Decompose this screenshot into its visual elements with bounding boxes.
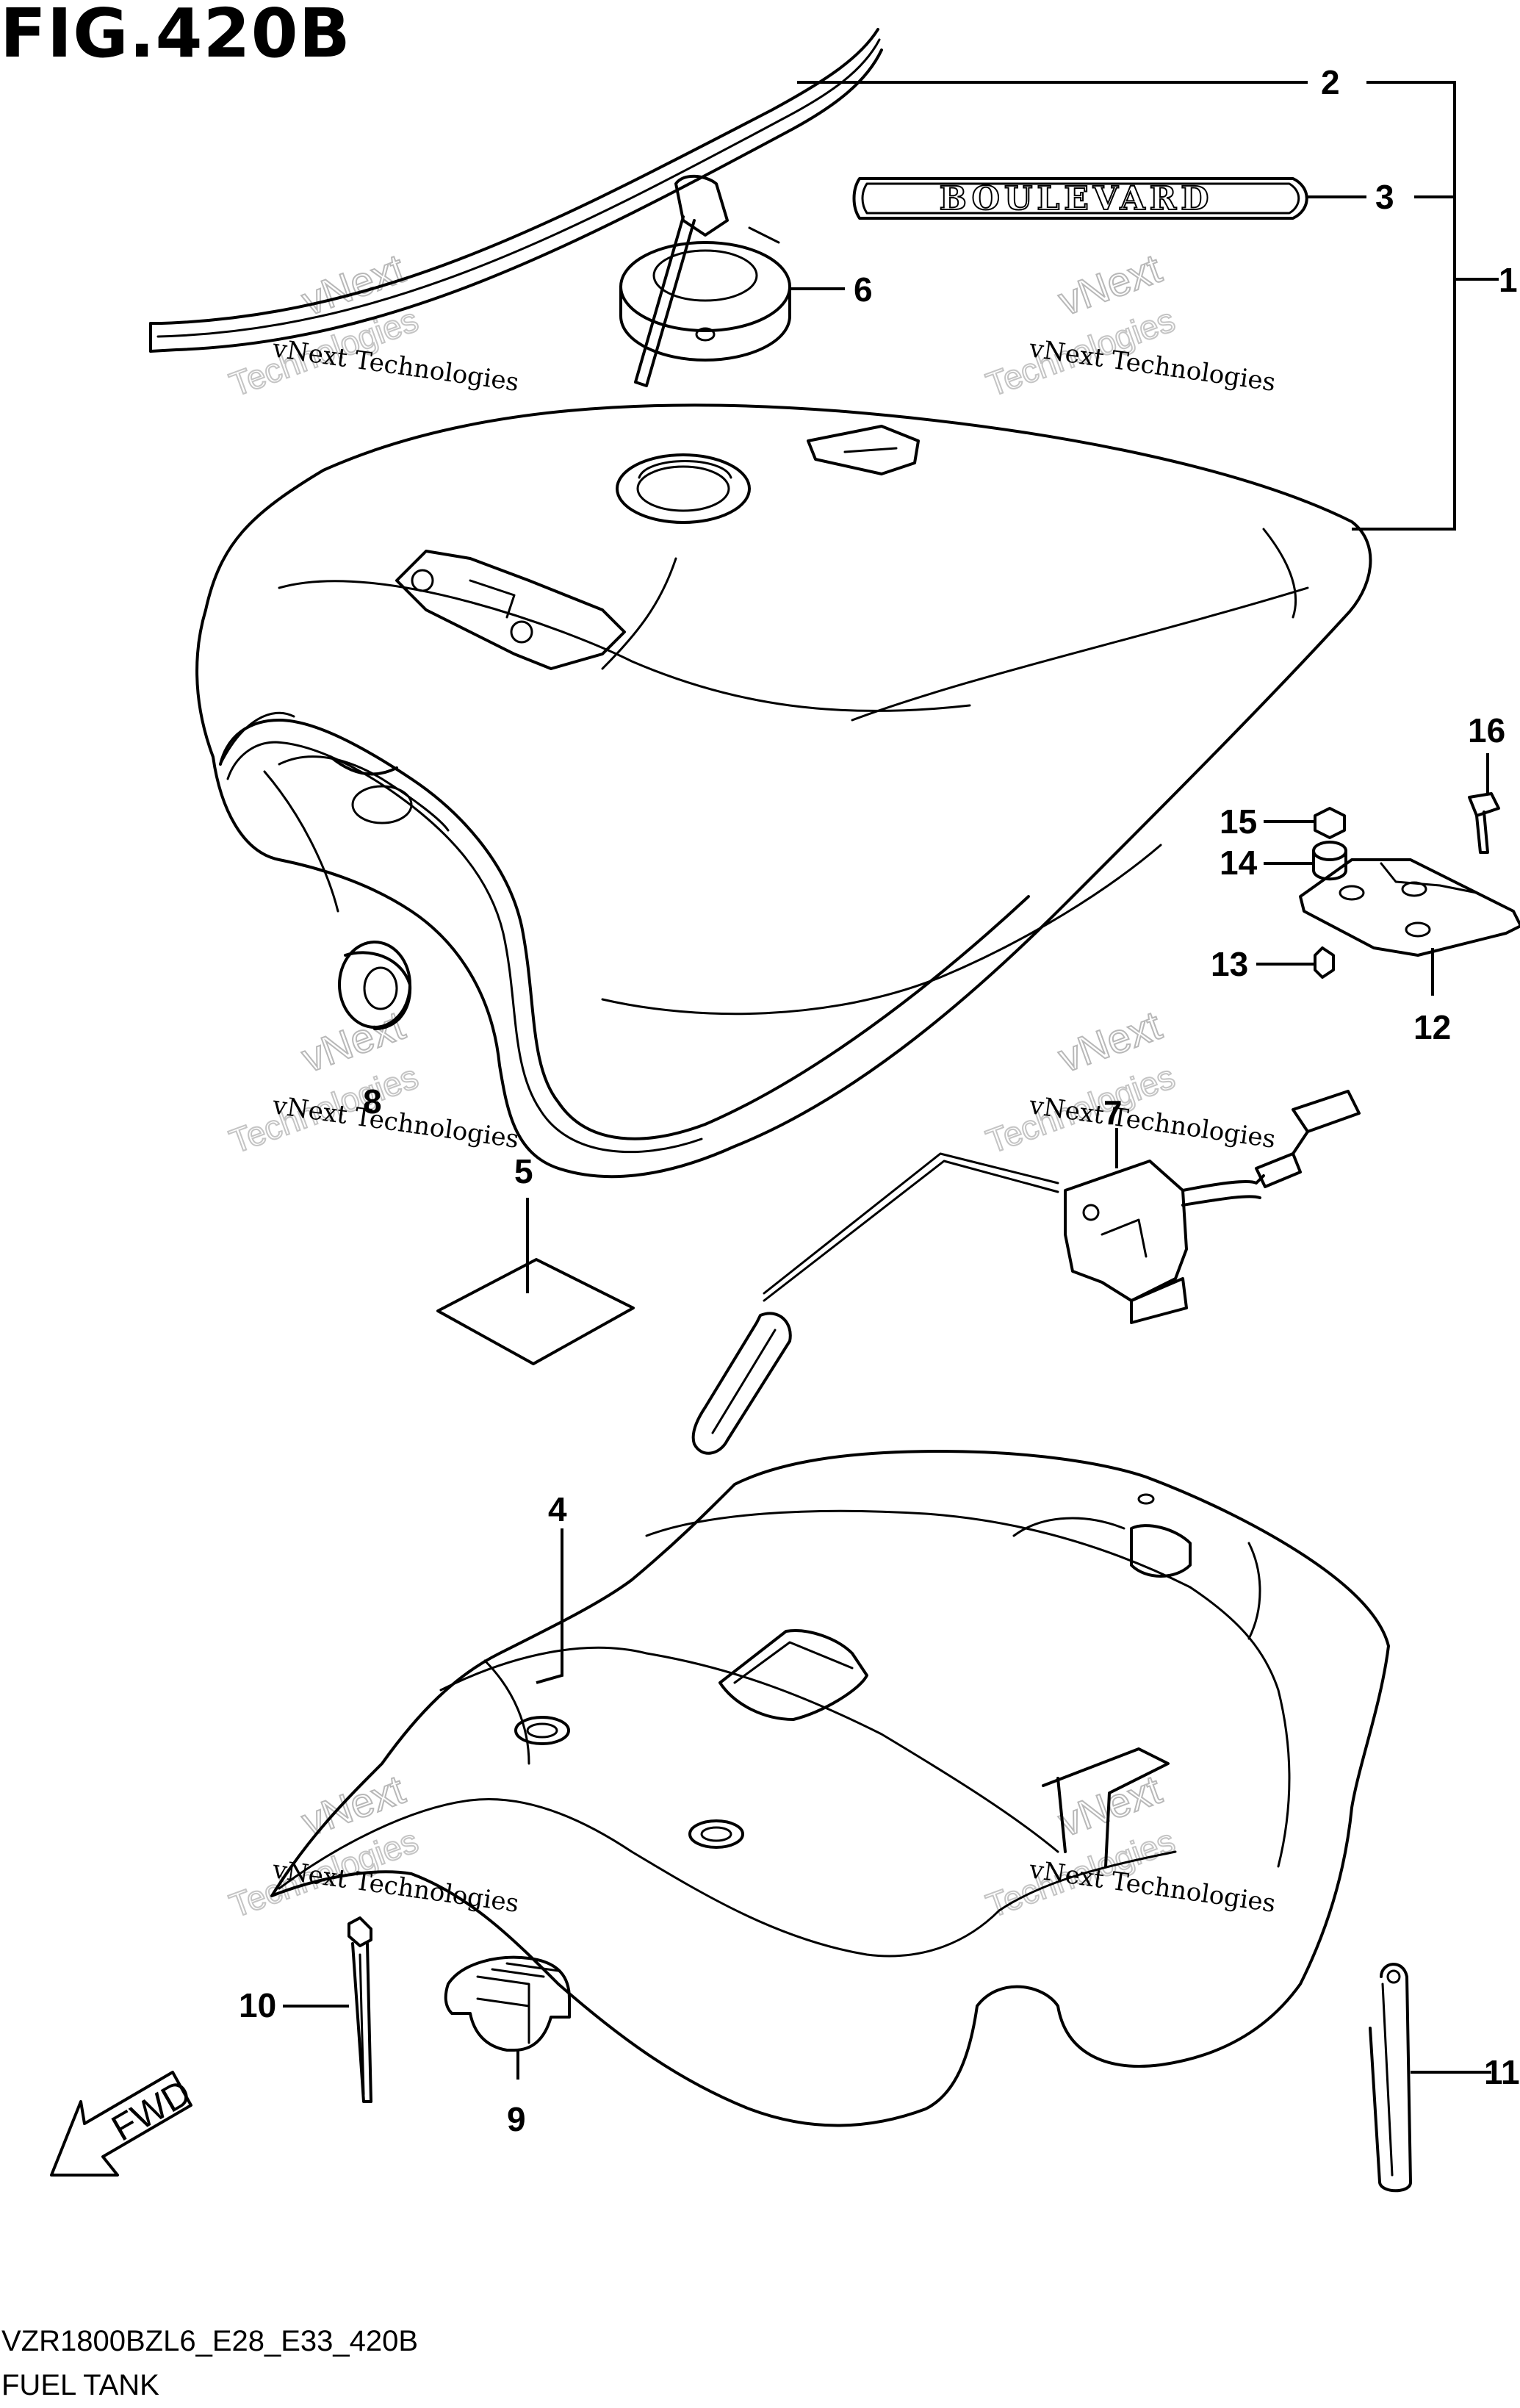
- callout-16: 16: [1468, 711, 1505, 750]
- cushion: [338, 941, 412, 1030]
- callout-4: 4: [548, 1490, 567, 1528]
- leader-lines: [283, 81, 1499, 2080]
- watermark-bottom-right: vNext Technologies vNext Technologies: [981, 1765, 1278, 1925]
- grommet: [444, 1955, 571, 2052]
- watermark-group: vNext Technologies vNext Technologies vN…: [224, 244, 1278, 1925]
- callout-labels: 1 2 3 4 5 6 7 8 9 10 11 12 13 14 15 16: [239, 63, 1520, 2138]
- emblem-text: BOULEVARD: [940, 180, 1214, 218]
- fuel-tank: [195, 403, 1372, 1179]
- figure-caption: FUEL TANK: [1, 2369, 159, 2401]
- watermark-mid-right: vNext Technologies vNext Technologies: [981, 1001, 1278, 1161]
- callout-13: 13: [1211, 945, 1248, 983]
- callout-11: 11: [1484, 2053, 1520, 2091]
- warning-label: [436, 1258, 635, 1365]
- callout-7: 7: [1103, 1093, 1123, 1132]
- fuel-cap: [619, 174, 791, 387]
- callout-2: 2: [1321, 63, 1340, 101]
- figure-title: FIG.420B: [0, 0, 351, 73]
- fuel-tank-cover: [270, 1450, 1390, 2127]
- bracket-assembly: [1299, 792, 1520, 979]
- fwd-arrow: FWD: [50, 2071, 198, 2177]
- watermark-top-right: vNext Technologies vNext Technologies: [981, 244, 1278, 404]
- callout-3: 3: [1375, 178, 1394, 216]
- callout-10: 10: [239, 1986, 276, 2024]
- cable-tie: [347, 1916, 372, 2103]
- callout-6: 6: [854, 270, 873, 309]
- callout-12: 12: [1413, 1008, 1451, 1046]
- callout-9: 9: [507, 2100, 526, 2138]
- watermark-mid-left: vNext Technologies vNext Technologies: [224, 1001, 521, 1161]
- model-code: VZR1800BZL6_E28_E33_420B: [1, 2325, 419, 2357]
- boulevard-emblem: BOULEVARD: [852, 177, 1308, 220]
- callout-5: 5: [514, 1152, 533, 1190]
- callout-1: 1: [1499, 261, 1518, 299]
- trim-strip: [149, 28, 883, 353]
- fuel-level-gauge: [691, 1090, 1361, 1455]
- watermark-bottom-left: vNext Technologies vNext Technologies: [224, 1765, 521, 1925]
- callout-14: 14: [1220, 844, 1258, 882]
- clamp: [1369, 1963, 1412, 2193]
- callout-15: 15: [1220, 802, 1257, 841]
- callout-8: 8: [363, 1082, 382, 1121]
